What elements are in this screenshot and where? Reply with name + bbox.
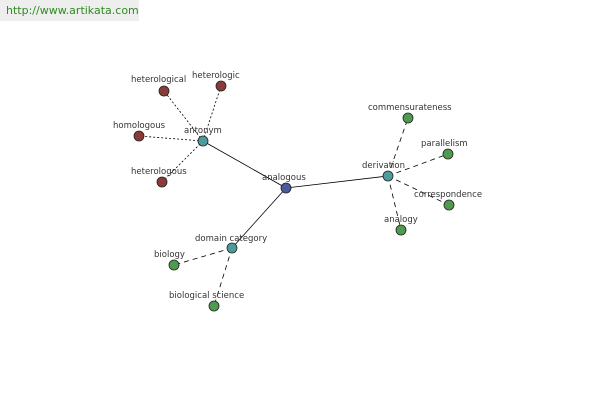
node-label-parallelism: parallelism xyxy=(421,139,468,149)
node-circle-homologous[interactable] xyxy=(133,130,145,142)
node-circle-analogous[interactable] xyxy=(280,182,292,194)
node-analogous[interactable]: analogous xyxy=(262,173,306,194)
node-label-biological-science: biological science xyxy=(169,291,244,301)
node-circle-commensurateness[interactable] xyxy=(402,112,414,124)
edge-antonym-heterologic xyxy=(202,85,222,142)
node-circle-derivation[interactable] xyxy=(382,170,394,182)
edge-domain-category-biology xyxy=(173,247,233,266)
node-label-commensurateness: commensurateness xyxy=(368,103,452,113)
node-circle-correspondence[interactable] xyxy=(443,199,455,211)
edge-analogous-derivation xyxy=(285,175,389,189)
node-commensurateness[interactable]: commensurateness xyxy=(368,103,452,124)
node-circle-domain-category[interactable] xyxy=(226,242,238,254)
edge-derivation-commensurateness xyxy=(387,117,409,177)
node-domain-category[interactable]: domain category xyxy=(195,234,267,254)
node-layer: analogous antonym derivation domain categor… xyxy=(113,71,482,312)
node-label-biology: biology xyxy=(154,250,185,260)
node-heterological[interactable]: heterological xyxy=(131,75,186,97)
node-label-heterologic: heterologic xyxy=(192,71,240,81)
node-label-correspondence: correspondence xyxy=(414,190,482,200)
node-label-domain-category: domain category xyxy=(195,234,267,244)
node-label-heterological: heterological xyxy=(131,75,186,85)
node-biology[interactable]: biology xyxy=(154,250,185,271)
edge-analogous-domain-category xyxy=(231,187,287,249)
edge-antonym-homologous xyxy=(138,135,204,142)
site-url-link[interactable]: http://www.artikata.com xyxy=(6,4,139,17)
node-circle-parallelism[interactable] xyxy=(442,148,454,160)
node-circle-antonym[interactable] xyxy=(197,135,209,147)
node-analogy[interactable]: analogy xyxy=(384,215,418,236)
node-circle-heterologic[interactable] xyxy=(215,80,227,92)
node-correspondence[interactable]: correspondence xyxy=(414,190,482,211)
node-circle-heterologous[interactable] xyxy=(156,176,168,188)
node-circle-analogy[interactable] xyxy=(395,224,407,236)
node-homologous[interactable]: homologous xyxy=(113,121,166,142)
edge-analogous-antonym xyxy=(202,140,287,189)
node-derivation[interactable]: derivation xyxy=(362,161,405,182)
node-heterologic[interactable]: heterologic xyxy=(192,71,240,92)
node-label-analogy: analogy xyxy=(384,215,418,225)
edge-derivation-parallelism xyxy=(387,153,449,177)
node-circle-biology[interactable] xyxy=(168,259,180,271)
edge-derivation-correspondence xyxy=(387,175,450,206)
edge-derivation-analogy xyxy=(387,175,402,231)
node-parallelism[interactable]: parallelism xyxy=(421,139,468,160)
node-label-antonym: antonym xyxy=(184,126,222,136)
node-label-analogous: analogous xyxy=(262,173,306,183)
node-circle-biological-science[interactable] xyxy=(208,300,220,312)
node-heterologous[interactable]: heterologous xyxy=(131,167,187,188)
node-label-homologous: homologous xyxy=(113,121,166,131)
node-circle-heterological[interactable] xyxy=(158,85,170,97)
edge-antonym-heterologous xyxy=(161,140,204,183)
edge-antonym-heterological xyxy=(163,90,204,142)
edge-layer xyxy=(138,85,450,307)
node-label-derivation: derivation xyxy=(362,161,405,171)
url-bar: http://www.artikata.com xyxy=(0,0,139,21)
edge-domain-category-biological-science xyxy=(213,247,233,307)
node-antonym[interactable]: antonym xyxy=(184,126,222,147)
node-label-heterologous: heterologous xyxy=(131,167,187,177)
node-biological-science[interactable]: biological science xyxy=(169,291,244,312)
